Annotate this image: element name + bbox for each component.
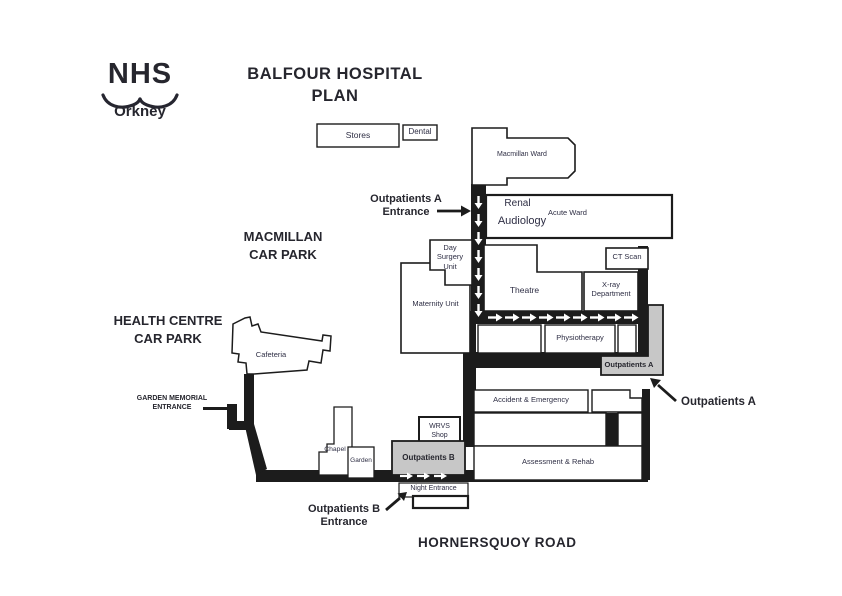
down-arrow-icon	[474, 196, 483, 317]
outpatients-a-entrance-label: Outpatients A Entrance	[370, 193, 442, 219]
page-title-line1: BALFOUR HOSPITAL	[247, 65, 423, 83]
dental-building	[402, 124, 438, 141]
unlabeled-building-2	[617, 324, 637, 354]
garden-label: Garden	[350, 457, 372, 464]
xray-building	[583, 271, 639, 312]
theatre-label: Theatre	[509, 285, 540, 295]
unlabeled-building-1	[477, 324, 542, 354]
stores-label: Stores	[345, 129, 371, 140]
nhs-swoosh-icon	[101, 93, 179, 109]
corridor-down-arrows	[474, 196, 483, 317]
day-surgery-building	[429, 239, 473, 286]
physiotherapy-label: Physiotherapy	[556, 333, 604, 342]
outpatients-b-building	[391, 440, 466, 476]
accident-emergency-label: Accident & Emergency	[493, 395, 569, 404]
renal-audiology-building	[484, 193, 674, 240]
road-label: HORNERSQUOY ROAD	[418, 535, 577, 550]
outpatients-b-entrance-label: Outpatients B Entrance	[307, 503, 381, 529]
ct-scan-label: CT Scan	[612, 252, 642, 261]
outpatients-a-entrance-arrow-icon	[437, 205, 471, 217]
unlabeled-building-3	[591, 389, 643, 413]
night-entrance-lower-box	[411, 494, 470, 510]
cafeteria-path-vertical	[244, 374, 254, 428]
health-centre-car-park-label: HEALTH CENTRE CAR PARK	[113, 313, 223, 346]
cafeteria-label: Cafeteria	[255, 350, 287, 359]
outpatients-a-box-label: Outpatients A	[604, 360, 654, 369]
page-title-line2: PLAN	[311, 87, 359, 106]
audiology-label: Audiology	[497, 215, 547, 227]
outpatients-b-box-label: Outpatients B	[402, 453, 455, 462]
wrvs-shop-label: WRVS Shop	[429, 423, 450, 439]
right-arrow-icon	[488, 313, 639, 322]
corridor-right-arrows	[488, 313, 639, 322]
nhs-logo-region: Orkney	[114, 103, 166, 120]
corridor-ae-divider	[606, 413, 618, 446]
chapel-building	[318, 406, 353, 476]
xray-label: X-ray Department	[591, 280, 631, 299]
assessment-rehab-building	[473, 445, 643, 481]
corridor-right-column-upper	[638, 246, 648, 356]
outpatients-b-entrance-arrow-icon	[385, 492, 407, 512]
nhs-logo-text: NHS	[107, 58, 173, 90]
outpatients-a-pointer-label: Outpatients A	[681, 396, 756, 408]
path-junction	[229, 421, 247, 430]
outpatients-a-building	[600, 304, 664, 376]
theatre-building	[483, 244, 583, 312]
road-right-arrows	[400, 472, 447, 480]
accident-emergency-building	[473, 389, 589, 413]
corridor-right-column-lower	[642, 389, 650, 480]
night-entrance-label: Night Entrance	[410, 485, 457, 492]
assessment-rehab-label: Assessment & Rehab	[521, 457, 595, 466]
garden-memorial-line	[203, 407, 229, 410]
buildings-layer	[231, 123, 674, 510]
garden-building	[347, 446, 375, 479]
outpatients-a-pointer-arrow-icon	[650, 378, 677, 403]
maternity-unit-label: Maternity Unit	[412, 299, 459, 308]
macmillan-ward-label: Macmillan Ward	[497, 151, 547, 158]
chapel-label: Chapel	[324, 446, 346, 453]
garden-memorial-entrance-label: GARDEN MEMORIAL ENTRANCE	[136, 395, 208, 412]
macmillan-car-park-label: MACMILLAN CAR PARK	[243, 229, 323, 262]
stores-building	[316, 123, 400, 148]
annotation-arrows	[385, 205, 677, 512]
unlabeled-building-4	[473, 412, 607, 447]
renal-label: Renal	[504, 198, 531, 209]
macmillan-ward-building	[471, 127, 576, 186]
unlabeled-building-5	[617, 412, 643, 447]
cafeteria-building	[231, 316, 332, 375]
acute-ward-label: Acute Ward	[548, 208, 587, 217]
garden-memorial-path	[227, 404, 237, 429]
physiotherapy-building	[544, 324, 616, 354]
day-surgery-label: Day Surgery Unit	[436, 243, 464, 271]
ct-scan-building	[605, 247, 649, 270]
path-bend	[244, 422, 267, 475]
dental-label: Dental	[408, 127, 432, 137]
page-title: BALFOUR HOSPITAL PLAN	[228, 63, 442, 108]
